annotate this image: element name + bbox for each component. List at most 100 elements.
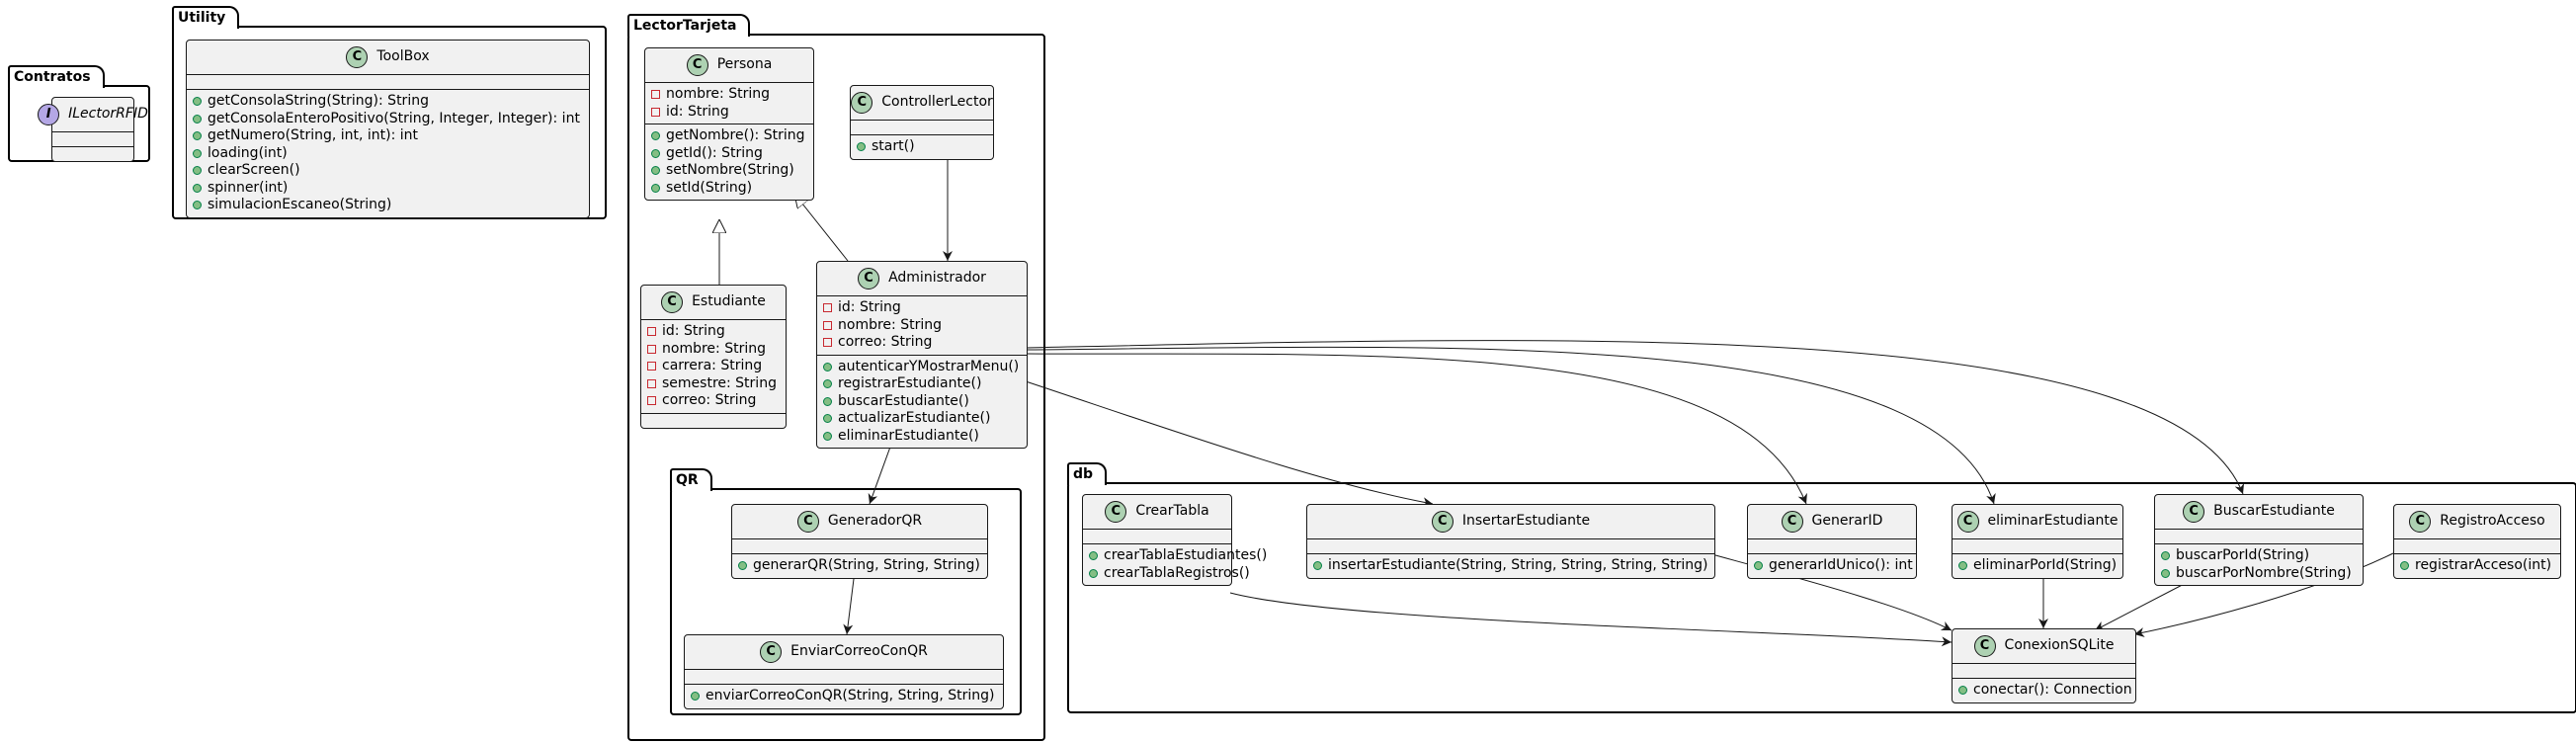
class-name: Estudiante [692, 293, 766, 310]
method-row: buscarEstudiante() [817, 393, 1027, 411]
class-stereotype-icon: C [1105, 501, 1127, 523]
method-text: eliminarPorId(String) [1973, 557, 2118, 573]
field-row: nombre: String [817, 317, 1027, 335]
method-text: getConsolaString(String): String [208, 93, 429, 109]
method-row: crearTablaEstudiantes() [1083, 547, 1267, 565]
method-row: spinner(int) [187, 180, 589, 198]
class-stereotype-icon: C [661, 291, 684, 313]
class-stereotype-icon: C [1781, 511, 1803, 533]
class-enviarcorreoconqr[interactable]: C EnviarCorreoConQR enviarCorreoConQR(Stri… [684, 634, 1004, 709]
package-db-label: db [1067, 462, 1108, 485]
methods-section: autenticarYMostrarMenu()registrarEstudia… [817, 356, 1027, 449]
method-text: clearScreen() [208, 162, 300, 178]
field-row: id: String [817, 299, 1027, 317]
public-visibility-icon [193, 183, 202, 193]
class-name: ConexionSQLite [2004, 637, 2115, 654]
class-name: Persona [716, 56, 773, 73]
methods-section: eliminarPorId(String) [1953, 554, 2122, 578]
method-row: getId(): String [645, 145, 813, 163]
methods-section [52, 147, 133, 161]
class-generarid[interactable]: C GenerarID generarIdUnico(): int [1747, 504, 1917, 579]
public-visibility-icon [193, 166, 202, 176]
methods-section: enviarCorreoConQR(String, String, String… [685, 685, 1003, 708]
public-visibility-icon [1958, 686, 1967, 696]
method-row: autenticarYMostrarMenu() [817, 359, 1027, 376]
method-row: simulacionEscaneo(String) [187, 197, 589, 214]
method-row: getNumero(String, int, int): int [187, 127, 589, 145]
method-text: getNombre(): String [666, 127, 805, 143]
method-text: spinner(int) [208, 179, 289, 196]
method-text: simulacionEscaneo(String) [208, 197, 392, 212]
method-text: getId(): String [666, 144, 763, 161]
method-row: buscarPorNombre(String) [2155, 565, 2363, 583]
public-visibility-icon [1754, 561, 1763, 571]
fields-section [685, 670, 1003, 685]
private-visibility-icon [647, 344, 656, 354]
class-stereotype-icon: C [796, 511, 819, 533]
methods-section: start() [851, 135, 993, 159]
field-text: nombre: String [662, 340, 766, 357]
method-row: registrarEstudiante() [817, 375, 1027, 393]
fields-section [1307, 539, 1714, 554]
method-row: registrarAcceso(int) [2394, 557, 2560, 575]
field-row: carrera: String [641, 358, 786, 375]
class-name: GenerarID [1811, 513, 1883, 530]
assoc-insertar-conexion [1679, 544, 1953, 631]
methods-section: insertarEstudiante(String, String, Strin… [1307, 554, 1714, 578]
package-utility-label: Utility [172, 6, 240, 29]
class-header: C EnviarCorreoConQR [685, 635, 1003, 670]
method-text: getConsolaEnteroPositivo(String, Integer… [208, 110, 580, 126]
public-visibility-icon [691, 692, 700, 702]
class-name: EnviarCorreoConQR [790, 643, 928, 660]
assoc-buscar-conexion [2094, 578, 2195, 631]
private-visibility-icon [823, 320, 832, 330]
private-visibility-icon [823, 338, 832, 348]
public-visibility-icon [2161, 551, 2170, 561]
public-visibility-icon [2400, 561, 2409, 571]
private-visibility-icon [647, 378, 656, 388]
fields-section [1953, 664, 2135, 679]
method-row: conectar(): Connection [1953, 682, 2135, 700]
method-text: buscarPorId(String) [2176, 547, 2310, 563]
private-visibility-icon [651, 107, 660, 117]
fields-section [1953, 539, 2122, 554]
fields-section [187, 75, 589, 90]
private-visibility-icon [651, 90, 660, 100]
method-text: insertarEstudiante(String, String, Strin… [1328, 557, 1708, 573]
class-stereotype-icon: C [760, 641, 783, 663]
field-text: carrera: String [662, 358, 763, 373]
public-visibility-icon [193, 97, 202, 107]
field-text: semestre: String [662, 374, 777, 391]
public-visibility-icon [651, 166, 660, 176]
method-text: autenticarYMostrarMenu() [838, 358, 1020, 374]
class-stereotype-icon: C [851, 92, 873, 114]
assoc-admin-buscar [1025, 340, 2245, 495]
method-text: generarIdUnico(): int [1769, 557, 1913, 573]
field-row: semestre: String [641, 375, 786, 393]
methods-section: generarQR(String, String, String) [732, 554, 987, 578]
private-visibility-icon [647, 327, 656, 337]
field-text: id: String [838, 299, 901, 315]
fields-section [1083, 530, 1231, 544]
fields-section [2394, 539, 2560, 554]
package-lectortarjeta-label: LectorTarjeta [627, 14, 751, 37]
